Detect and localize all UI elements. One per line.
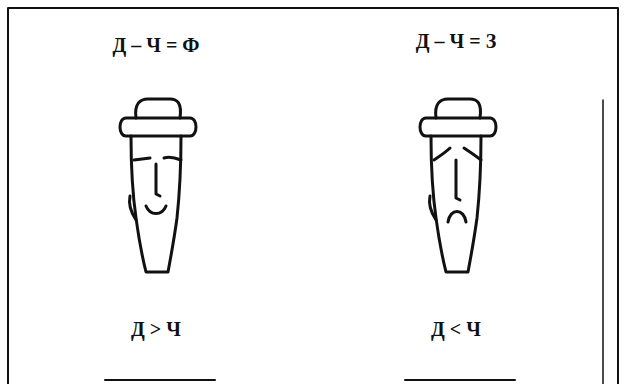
formula-label: Д – Ч = З bbox=[416, 30, 496, 53]
sad-face bbox=[420, 99, 496, 272]
rule bbox=[405, 379, 515, 381]
relation-label: Д < Ч bbox=[431, 318, 481, 341]
relation-label: Д > Ч bbox=[131, 318, 181, 341]
frame bbox=[8, 8, 618, 384]
formula-label: Д – Ч = Ф bbox=[112, 34, 199, 57]
frame-edge bbox=[602, 100, 604, 384]
rule bbox=[105, 379, 215, 381]
happy-face bbox=[120, 99, 196, 272]
